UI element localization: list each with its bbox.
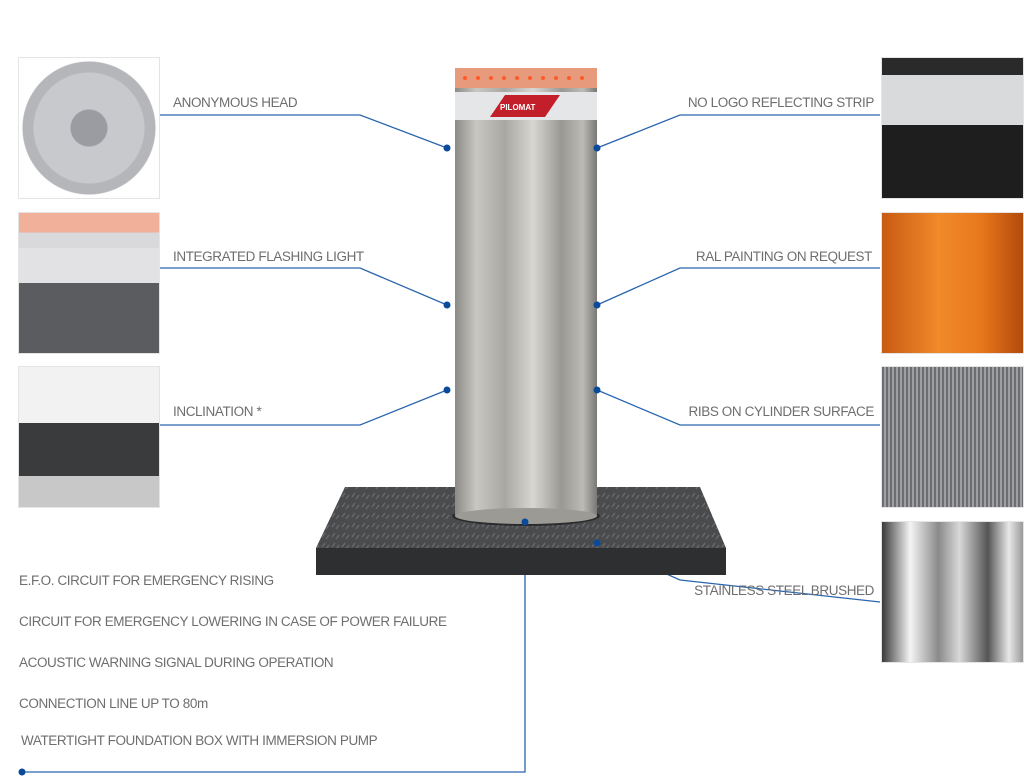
leader-line bbox=[160, 389, 448, 426]
leader-line bbox=[596, 389, 880, 426]
feature-efo-circuit: E.F.O. CIRCUIT FOR EMERGENCY RISING bbox=[19, 573, 274, 588]
stainless-steel-photo bbox=[881, 521, 1024, 663]
leader-dot bbox=[593, 301, 601, 309]
reflecting-strip-photo bbox=[881, 57, 1024, 199]
inclination-photo bbox=[18, 366, 160, 508]
label-no-logo-reflecting-strip: NO LOGO REFLECTING STRIP bbox=[687, 95, 875, 110]
led-lights bbox=[463, 76, 584, 80]
leader-line bbox=[160, 267, 448, 306]
label-ral-painting: RAL PAINTING ON REQUEST bbox=[695, 249, 872, 264]
label-stainless-steel: STAINLESS STEEL BRUSHED bbox=[694, 583, 874, 598]
leader-line bbox=[596, 114, 880, 149]
feature-foundation-box: WATERTIGHT FOUNDATION BOX WITH IMMERSION… bbox=[21, 733, 378, 748]
leader-line bbox=[160, 114, 448, 149]
leader-line bbox=[596, 267, 880, 306]
label-integrated-flashing-light: INTEGRATED FLASHING LIGHT bbox=[173, 249, 364, 264]
flashing-light-photo bbox=[18, 212, 160, 354]
cylinder-base bbox=[455, 508, 597, 524]
ribs-surface-photo bbox=[881, 366, 1024, 508]
feature-acoustic-warning: ACOUSTIC WARNING SIGNAL DURING OPERATION bbox=[19, 655, 334, 670]
leader-dot bbox=[443, 386, 451, 394]
leader-dot bbox=[521, 518, 529, 526]
leader-dot bbox=[593, 144, 601, 152]
label-ribs-cylinder: RIBS ON CYLINDER SURFACE bbox=[688, 404, 875, 419]
brand-logo: PILOMAT bbox=[500, 103, 536, 112]
label-anonymous-head: ANONYMOUS HEAD bbox=[173, 95, 298, 110]
leader-dot bbox=[18, 768, 26, 776]
leader-dot bbox=[443, 144, 451, 152]
feature-connection-line: CONNECTION LINE UP TO 80m bbox=[19, 696, 208, 711]
flashing-light-ring bbox=[455, 68, 597, 88]
label-inclination: INCLINATION * bbox=[173, 404, 262, 419]
ral-painting-photo bbox=[881, 212, 1024, 354]
leader-dot bbox=[593, 539, 601, 547]
leader-dot bbox=[443, 301, 451, 309]
leader-dot bbox=[593, 386, 601, 394]
bollard-cylinder bbox=[455, 72, 597, 516]
logo-badge bbox=[490, 95, 560, 117]
anonymous-head-photo bbox=[18, 57, 160, 199]
base-plate-side bbox=[316, 548, 726, 575]
feature-emergency-lowering: CIRCUIT FOR EMERGENCY LOWERING IN CASE O… bbox=[19, 614, 447, 629]
leader-line bbox=[22, 522, 526, 773]
